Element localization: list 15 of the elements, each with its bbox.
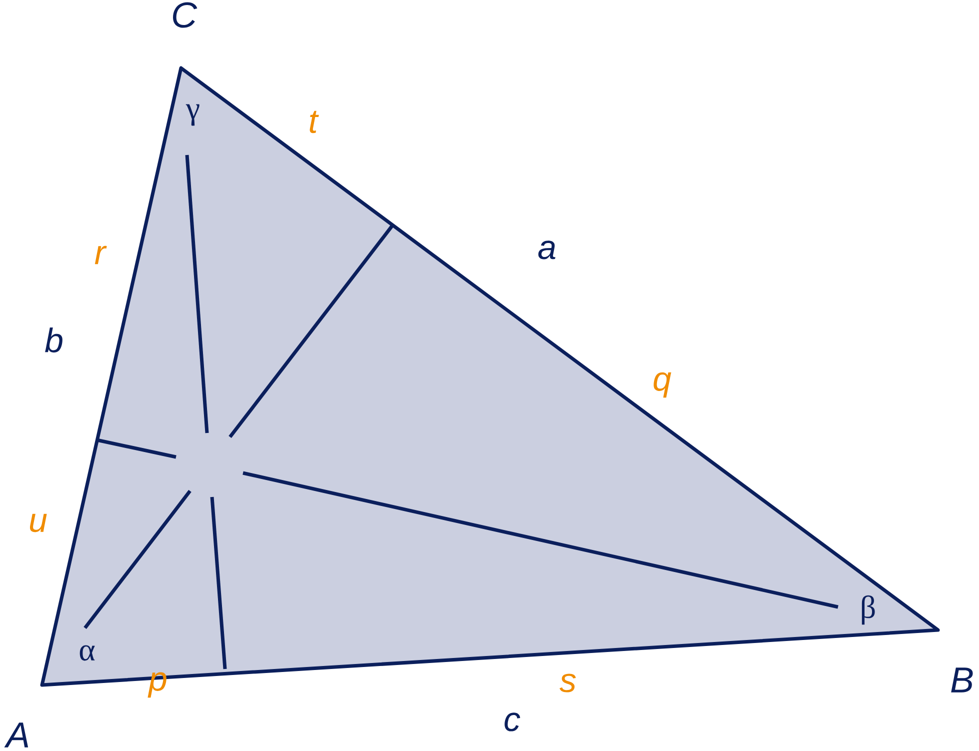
segment-label: s <box>560 674 576 692</box>
angle-label: α <box>80 645 95 661</box>
angle-label: β <box>862 595 875 625</box>
segment-label: u <box>30 514 47 532</box>
side-label: b <box>45 328 62 352</box>
segment-label: p <box>148 672 166 698</box>
segment-label: r <box>94 246 107 264</box>
segment-label: t <box>310 110 319 134</box>
vertex-label: A <box>4 722 28 748</box>
side-label: c <box>504 712 520 732</box>
vertex-label: B <box>951 668 973 692</box>
vertex-label: C <box>173 2 198 28</box>
segment-label: q <box>654 372 672 398</box>
angle-label: γ <box>186 104 200 126</box>
side-label: a <box>538 240 556 260</box>
